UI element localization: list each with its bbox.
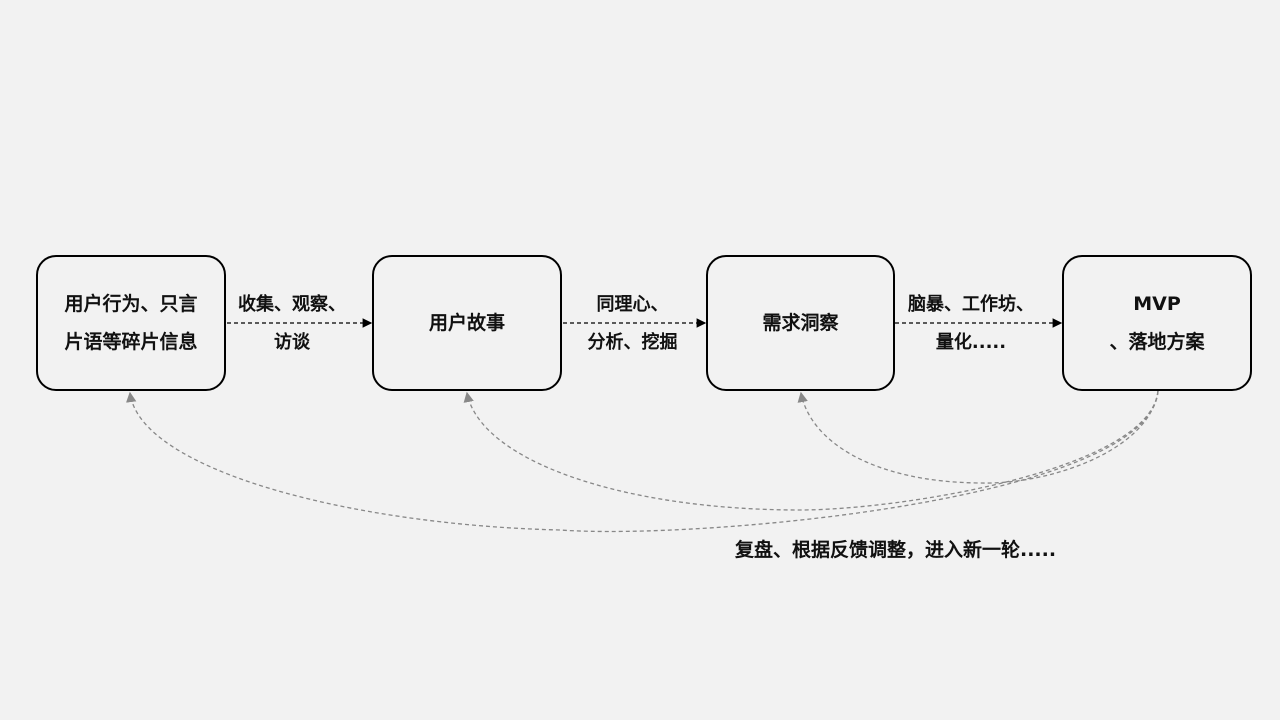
node-text: 、落地方案 <box>1109 331 1205 353</box>
feedback-arrow-to-node-2 <box>463 390 1159 511</box>
node-text: 用户故事 <box>428 312 505 334</box>
node-user-behavior: 用户行为、只言 片语等碎片信息 <box>36 255 226 391</box>
edge-label-1: 收集、观察、 访谈 <box>227 286 357 362</box>
edge-label-2: 同理心、 分析、挖掘 <box>565 286 700 362</box>
edge-label-3: 脑暴、工作坊、 量化..... <box>896 286 1046 362</box>
node-mvp: MVP 、落地方案 <box>1062 255 1252 391</box>
edge-text: 收集、观察、 <box>238 294 346 315</box>
node-text: 需求洞察 <box>762 312 839 334</box>
node-insight: 需求洞察 <box>706 255 895 391</box>
edge-text: 访谈 <box>274 332 310 353</box>
feedback-arrow-to-node-3 <box>797 390 1159 484</box>
edge-text: 量化..... <box>935 332 1007 353</box>
edge-text: 脑暴、工作坊、 <box>908 294 1034 315</box>
feedback-label: 复盘、根据反馈调整，进入新一轮..... <box>735 539 1057 561</box>
node-text: 用户行为、只言 <box>64 293 198 315</box>
edge-text: 分析、挖掘 <box>587 332 678 353</box>
edge-text: 同理心、 <box>596 294 669 315</box>
node-text: 片语等碎片信息 <box>64 331 198 353</box>
node-text: MVP <box>1133 293 1181 315</box>
node-user-story: 用户故事 <box>372 255 562 391</box>
feedback-arrow-to-node-1 <box>126 390 1159 533</box>
